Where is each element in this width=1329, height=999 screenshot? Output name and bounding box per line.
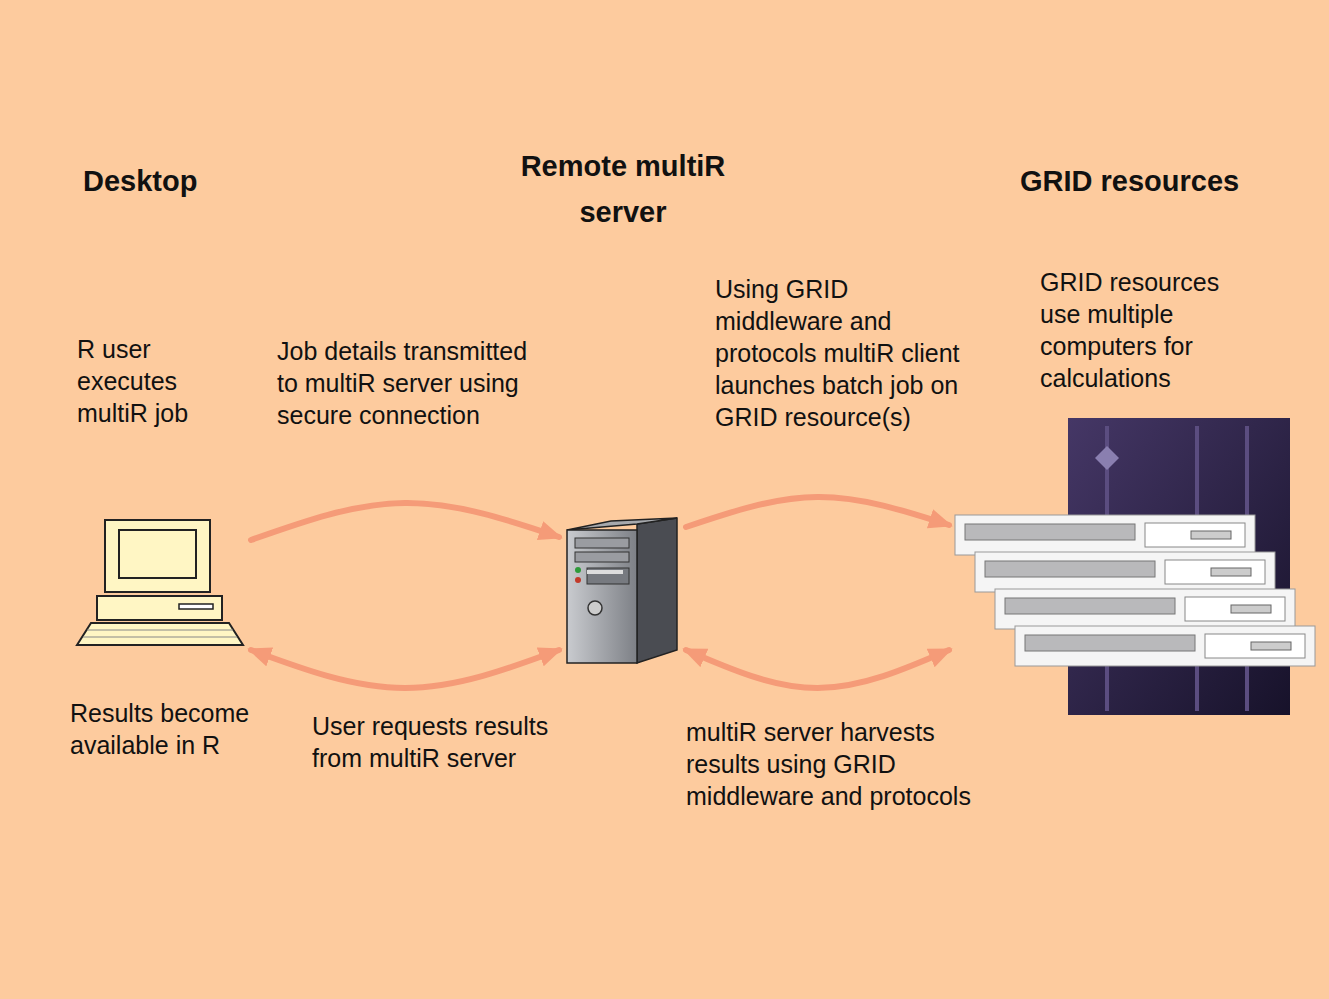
flow-arrow: [686, 497, 949, 527]
column-heading: Remote multiR server: [503, 143, 743, 235]
column-heading: Desktop: [83, 158, 283, 204]
flow-arrow: [251, 503, 559, 540]
grid-rack-icon: [955, 418, 1315, 715]
component-node: GRID resourcesGRID resources use multipl…: [955, 418, 1323, 715]
edge-label: multiR server harvests results using GRI…: [686, 716, 1006, 812]
server-tower-icon: [567, 518, 677, 663]
edge-label: User requests results from multiR server: [312, 710, 552, 774]
flow-arrow: [686, 650, 949, 688]
desktop-computer-icon: [77, 520, 243, 645]
component-node: Remote multiR server: [565, 518, 680, 663]
step-note: GRID resources use multiple computers fo…: [1040, 266, 1245, 394]
step-note: R user executes multiR job: [77, 333, 217, 429]
component-node: DesktopR user executes multiR jobResults…: [75, 520, 245, 648]
column-heading: GRID resources: [1020, 158, 1270, 204]
edge-label: Job details transmitted to multiR server…: [277, 335, 539, 431]
step-note: Results become available in R: [70, 697, 250, 761]
flow-arrow: [251, 650, 559, 688]
edge-label: Using GRID middleware and protocols mult…: [715, 273, 970, 433]
